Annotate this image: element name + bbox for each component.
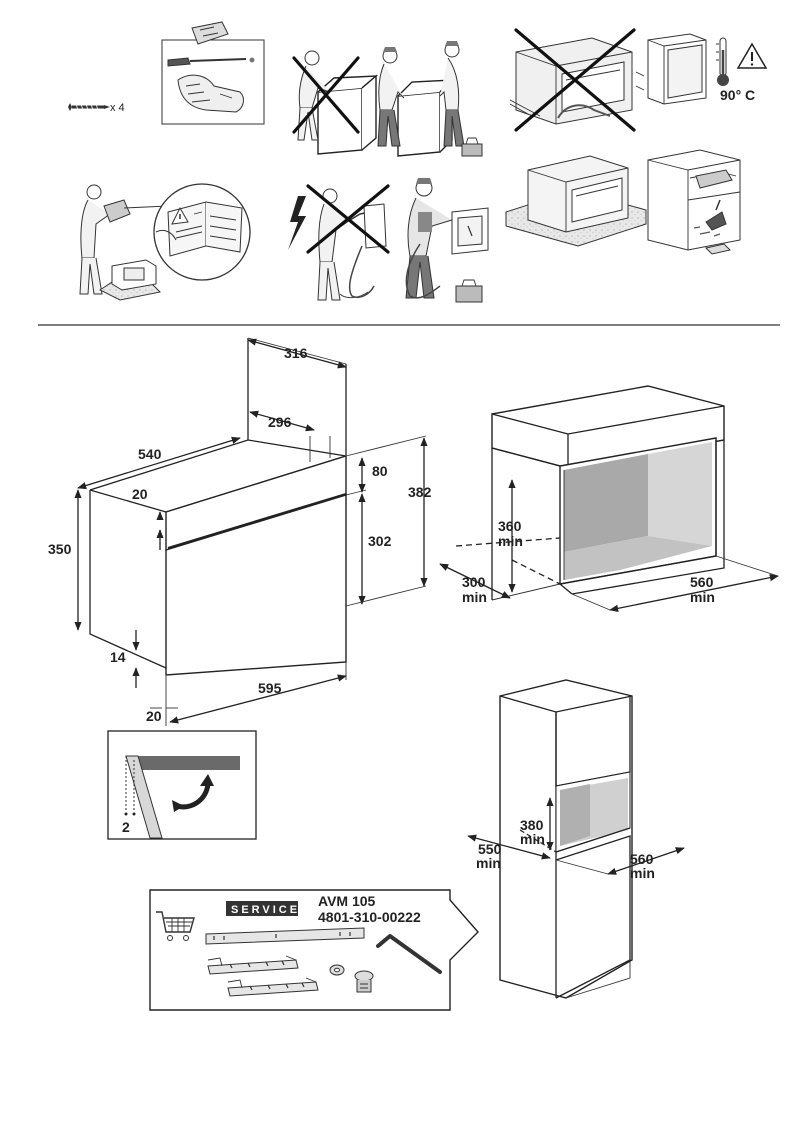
dim-302: 302 [368, 533, 392, 549]
dim-360: 360 [498, 518, 522, 534]
dim-360-unit: min [498, 533, 523, 549]
temperature-label: 90° C [720, 87, 755, 103]
warning-icon [736, 42, 768, 69]
dim-550-unit: min [476, 855, 501, 871]
dim-296: 296 [268, 414, 292, 430]
wall-cabinet-niche [455, 385, 725, 601]
washer-icon [329, 964, 345, 976]
door-gap-detail [107, 730, 257, 840]
dim-20-bottom: 20 [146, 708, 162, 724]
dim-560-b-unit: min [630, 865, 655, 881]
dim-2: 2 [122, 819, 130, 835]
screw-icon [68, 103, 110, 111]
niche-b-dimension-lines [467, 797, 685, 875]
two-person-lift-icon [377, 41, 483, 157]
service-model: AVM 105 [318, 893, 376, 909]
cabinet-heat-resistance-icon [647, 33, 729, 105]
tall-cabinet-niche [499, 679, 633, 999]
dim-550: 550 [478, 841, 502, 857]
shopping-cart-icon [156, 911, 195, 941]
clean-cabinet-icon [647, 149, 741, 255]
screw-bolt-icon [354, 970, 374, 993]
electrical-connection-crossed-icon [306, 184, 390, 301]
service-badge-label: SERVICE [231, 904, 300, 916]
side-bracket-icon [207, 955, 319, 997]
dim-80: 80 [372, 463, 388, 479]
dim-20-top: 20 [132, 486, 148, 502]
dim-560-a: 560 [690, 574, 714, 590]
qualified-electrician-icon [405, 178, 489, 303]
service-code: 4801-310-00222 [318, 909, 421, 925]
dim-300: 300 [462, 574, 486, 590]
oven-handle-lift-crossed-icon [509, 28, 645, 132]
single-person-lift-crossed-icon [292, 50, 379, 155]
high-voltage-icon [288, 196, 306, 250]
read-manual-icon [79, 183, 251, 301]
dim-595: 595 [258, 680, 282, 696]
dim-560-b: 560 [630, 851, 654, 867]
dim-14: 14 [110, 649, 126, 665]
service-kit-callout [149, 889, 479, 1011]
dim-382: 382 [408, 484, 432, 500]
dim-380-unit: min [520, 831, 545, 847]
dim-316: 316 [284, 345, 308, 361]
oven-dimension-drawing [89, 337, 347, 676]
niche-a-dimension-lines [439, 479, 779, 612]
oven-dimension-lines [74, 338, 428, 726]
screw-count: x 4 [110, 102, 125, 114]
dim-560-a-unit: min [690, 589, 715, 605]
dim-380: 380 [520, 817, 544, 833]
dim-300-unit: min [462, 589, 487, 605]
dim-350: 350 [48, 541, 72, 557]
mounting-rail-icon [205, 927, 365, 945]
oven-on-protective-base-icon [505, 155, 647, 247]
tools-icon [161, 21, 265, 125]
hex-key-icon [376, 934, 442, 974]
service-badge: SERVICE [226, 901, 300, 916]
dim-540: 540 [138, 446, 162, 462]
